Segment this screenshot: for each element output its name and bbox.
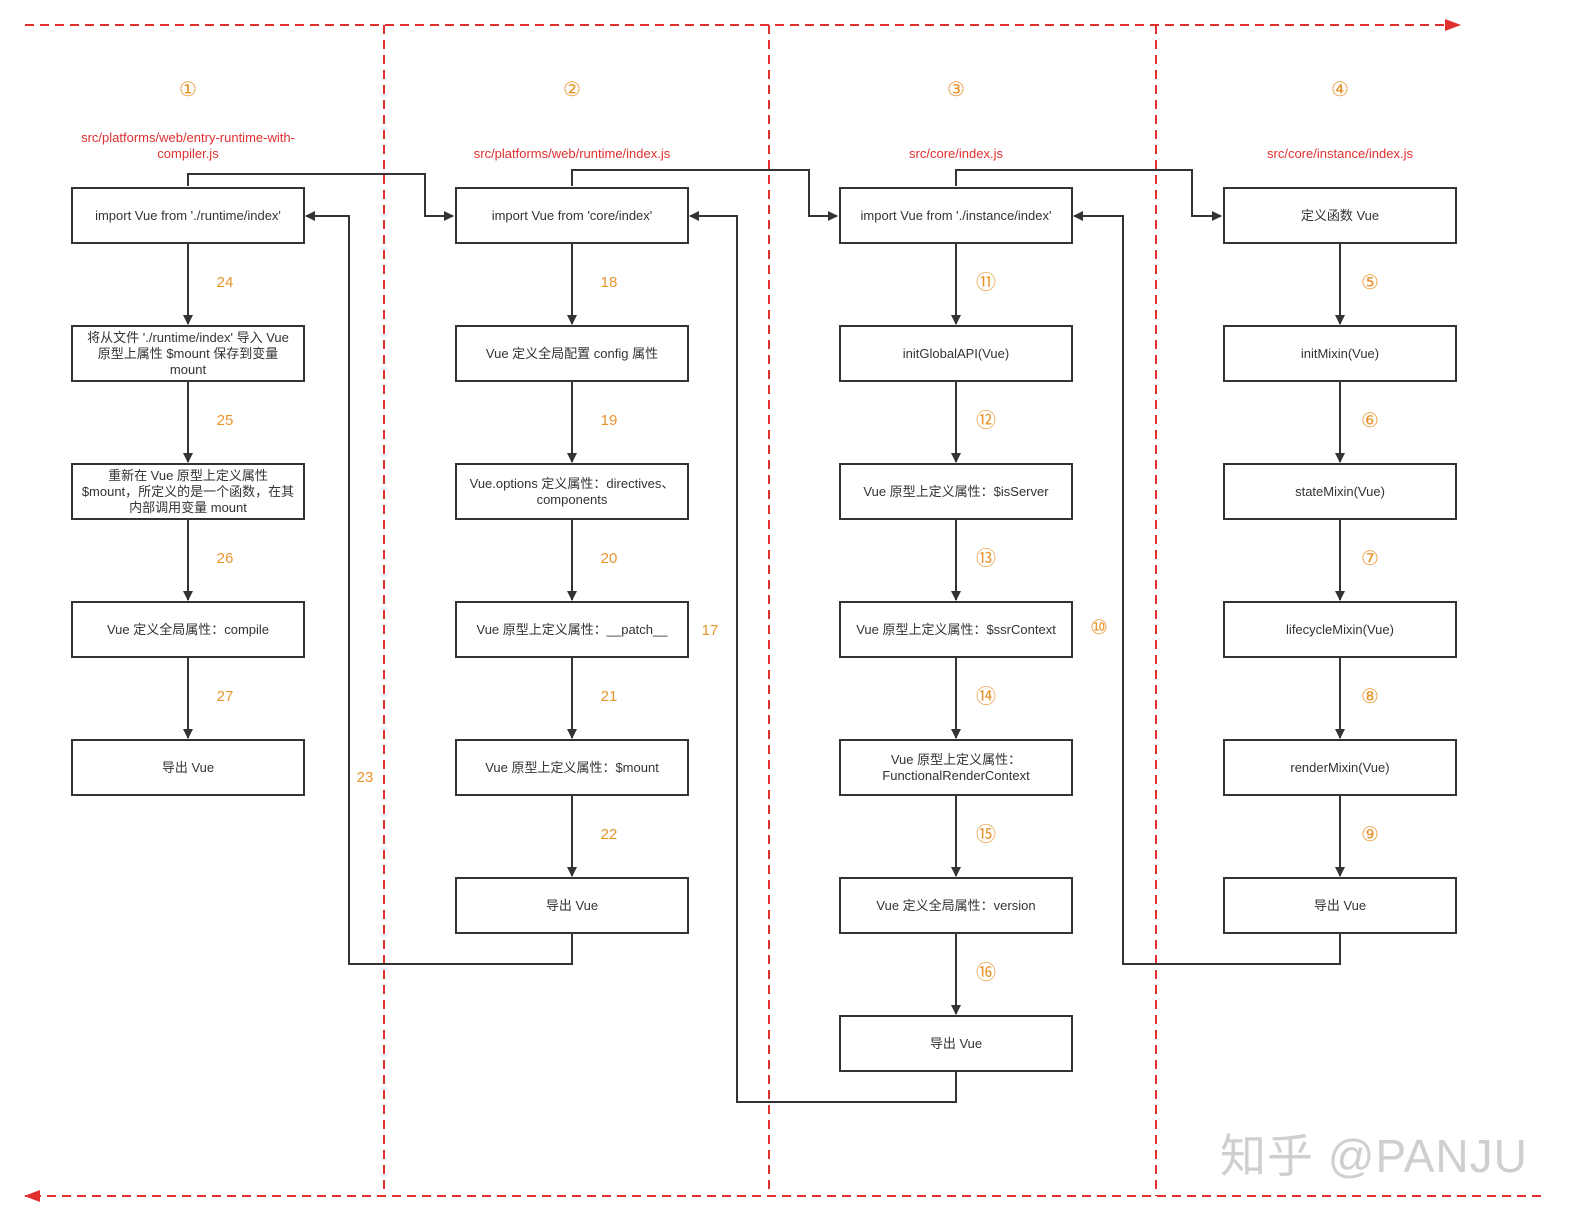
column-2-number: ② [563,79,581,101]
column-3-step-box-2: initGlobalAPI(Vue) [839,325,1073,382]
column-3-step-box-4: Vue 原型上定义属性：$ssrContext [839,601,1073,658]
column-2-step-label-1: 18 [600,274,618,291]
column-1-step-box-1: import Vue from './runtime/index' [71,187,305,244]
column-3-step-box-3: Vue 原型上定义属性：$isServer [839,463,1073,520]
vertical-arrows [183,244,1345,1015]
column-4-file-path: src/core/instance/index.js [1267,146,1413,161]
column-4-step-label-2: ⑥ [1361,410,1379,432]
column-2-step-box-3: Vue.options 定义属性：directives、components [455,463,689,520]
column-3-step-box-1: import Vue from './instance/index' [839,187,1073,244]
column-2-step-box-6: 导出 Vue [455,877,689,934]
column-1-step-label-2: 25 [216,412,234,429]
column-1-step-label-3: 26 [216,550,234,567]
column-2-step-label-5: 22 [600,826,618,843]
column-4-step-box-3: stateMixin(Vue) [1223,463,1457,520]
column-3-step-label-5: ⑮ [976,824,996,846]
column-2-step-label-4: 21 [600,688,618,705]
column-1-file-path: src/platforms/web/entry-runtime-with-com… [81,130,295,161]
column-1-step-box-3: 重新在 Vue 原型上定义属性 $mount，所定义的是一个函数，在其内部调用变… [71,463,305,520]
column-4-step-box-4: lifecycleMixin(Vue) [1223,601,1457,658]
column-3-file-path: src/core/index.js [909,146,1003,161]
return-step-label-23: 23 [356,769,374,786]
column-4-step-label-4: ⑧ [1361,686,1379,708]
return-connector-3-2 [689,211,957,1103]
column-3-step-label-2: ⑫ [976,410,996,432]
column-4-number: ④ [1331,79,1349,101]
column-2-step-box-4: Vue 原型上定义属性：__patch__ [455,601,689,658]
column-2-step-label-3: 20 [600,550,618,567]
column-4-step-box-2: initMixin(Vue) [1223,325,1457,382]
column-2-file-path: src/platforms/web/runtime/index.js [473,146,671,161]
column-1-step-label-1: 24 [216,274,234,291]
column-1-step-box-4: Vue 定义全局属性：compile [71,601,305,658]
column-3-step-label-3: ⑬ [976,548,996,570]
return-step-label-17: 17 [701,622,719,639]
import-connector-3-4 [955,169,1222,221]
import-connector-2-3 [571,169,838,221]
column-2-step-box-2: Vue 定义全局配置 config 属性 [455,325,689,382]
column-1-step-label-4: 27 [216,688,234,705]
column-3-step-box-6: Vue 定义全局属性：version [839,877,1073,934]
return-step-label-10: ⑩ [1090,617,1108,639]
column-4-step-label-1: ⑤ [1361,272,1379,294]
column-4-step-label-5: ⑨ [1361,824,1379,846]
column-3-step-label-4: ⑭ [976,686,996,708]
column-3-number: ③ [947,79,965,101]
column-4-step-label-3: ⑦ [1361,548,1379,570]
column-2-step-box-1: import Vue from 'core/index' [455,187,689,244]
column-3-step-box-5: Vue 原型上定义属性：FunctionalRenderContext [839,739,1073,796]
column-1-step-box-5: 导出 Vue [71,739,305,796]
column-1-number: ① [179,79,197,101]
return-connector-4-3 [1073,211,1341,965]
column-3-step-label-1: ⑪ [976,272,996,294]
column-3-step-label-6: ⑯ [976,962,996,984]
column-1-step-box-2: 将从文件 './runtime/index' 导入 Vue 原型上属性 $mou… [71,325,305,382]
column-4-step-box-6: 导出 Vue [1223,877,1457,934]
column-4-step-box-1: 定义函数 Vue [1223,187,1457,244]
column-2-step-label-2: 19 [600,412,618,429]
watermark: 知乎 @PANJU [1220,1130,1528,1182]
return-connector-2-1 [305,211,573,965]
column-2-step-box-5: Vue 原型上定义属性：$mount [455,739,689,796]
import-connector-1-2 [187,173,454,221]
column-3-step-box-7: 导出 Vue [839,1015,1073,1072]
column-4-step-box-5: renderMixin(Vue) [1223,739,1457,796]
